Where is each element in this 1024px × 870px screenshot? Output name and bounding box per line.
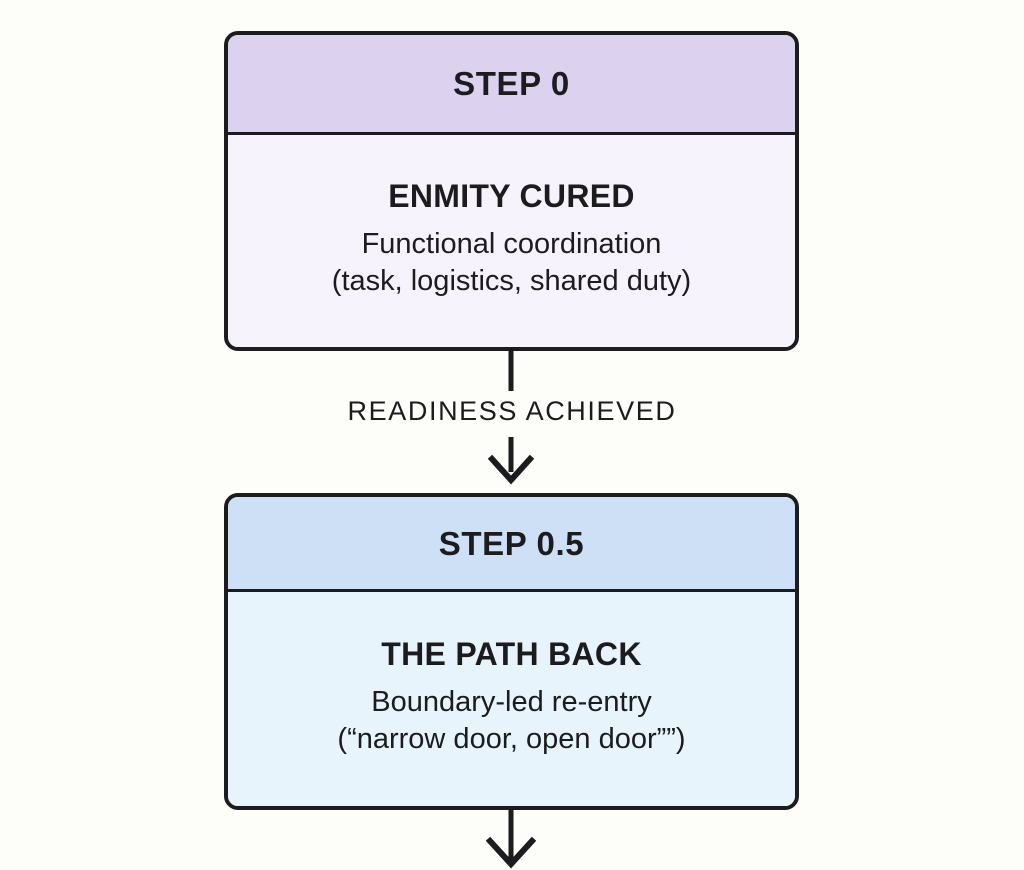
node-step-0-5-title: THE PATH BACK <box>381 635 642 672</box>
node-step-0-desc-line-2: (task, logistics, shared duty) <box>331 265 692 298</box>
node-step-0-5-header-label: STEP 0.5 <box>438 524 585 562</box>
node-step-0-5[interactable]: STEP 0.5 THE PATH BACK Boundary-led re-e… <box>224 493 799 810</box>
edge-label-readiness-achieved: READINESS ACHIEVED <box>347 396 677 426</box>
node-step-0[interactable]: STEP 0 ENMITY CURED Functional coordinat… <box>224 31 799 351</box>
node-step-0-5-body: THE PATH BACK Boundary-led re-entry (“na… <box>228 592 795 806</box>
node-step-0-5-header: STEP 0.5 <box>228 497 795 592</box>
arrowhead-down-icon <box>487 454 535 485</box>
node-step-0-header: STEP 0 <box>228 35 795 135</box>
arrowhead-down-icon <box>485 836 537 869</box>
node-step-0-5-desc-line-2: (“narrow door, open door””) <box>337 723 686 756</box>
node-step-0-body: ENMITY CURED Functional coordination (ta… <box>228 135 795 347</box>
node-step-0-header-label: STEP 0 <box>453 65 570 102</box>
node-step-0-5-desc-line-1: Boundary-led re-entry <box>371 685 652 718</box>
node-step-0-desc-line-1: Functional coordination <box>361 227 662 260</box>
edge-outgoing <box>485 810 537 869</box>
node-step-0-title: ENMITY CURED <box>388 177 635 214</box>
